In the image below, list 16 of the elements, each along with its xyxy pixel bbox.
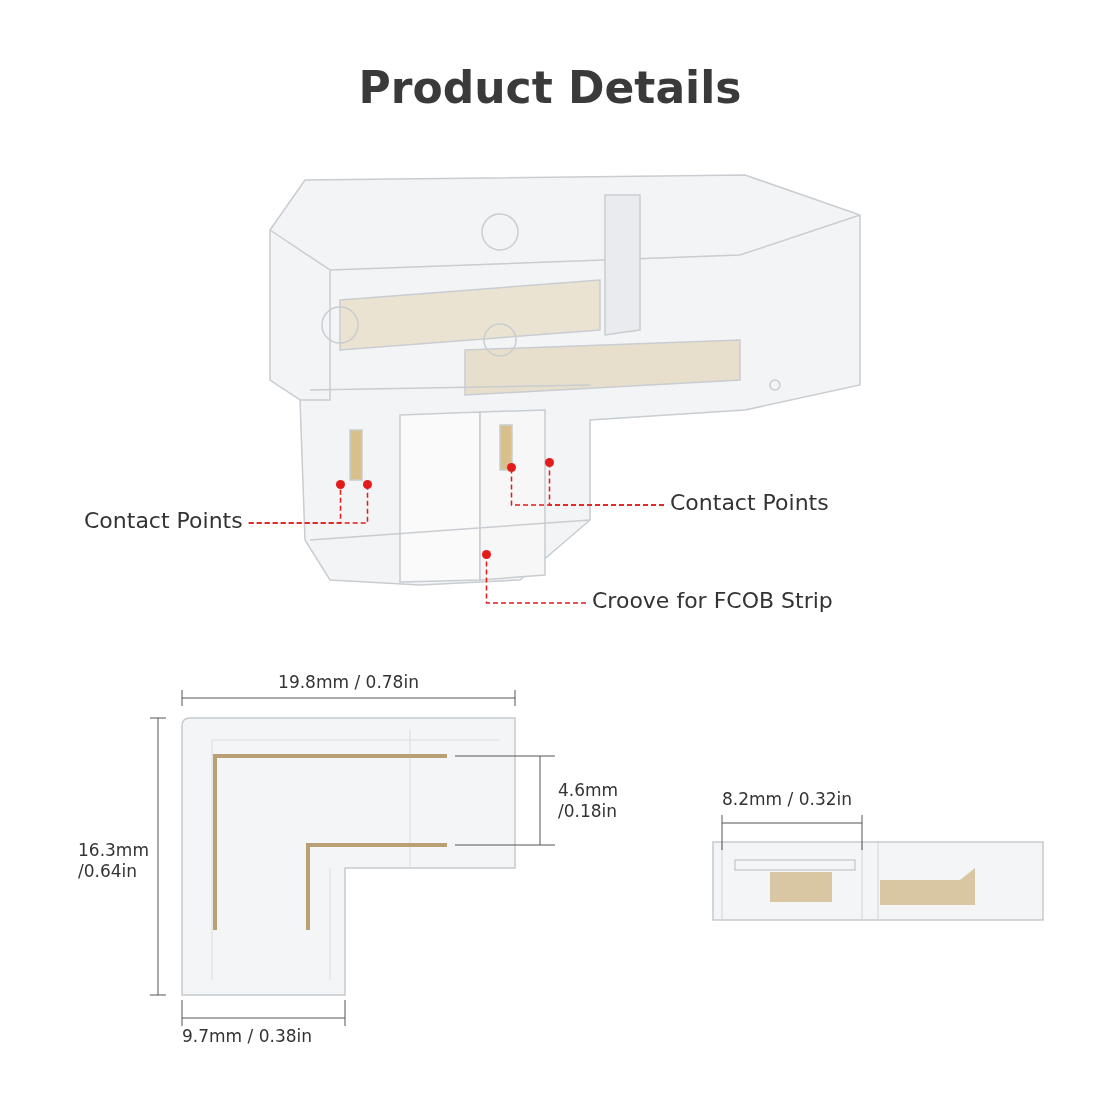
callout-text: Croove for FCOB Strip	[592, 588, 833, 614]
dimension-label: 4.6mm /0.18in	[558, 780, 620, 822]
callout-text: Contact Points	[670, 490, 829, 516]
leader-line	[548, 466, 665, 506]
leader-line	[247, 488, 369, 524]
dimension-label: 9.7mm / 0.38in	[182, 1026, 313, 1047]
leader-dot	[507, 463, 516, 472]
callout-text: Contact Points	[84, 508, 243, 534]
leader-dot	[482, 550, 491, 559]
leader-dot	[545, 458, 554, 467]
dimension-label: 19.8mm / 0.78in	[277, 672, 420, 693]
leader-dot	[363, 480, 372, 489]
dimension-label: 8.2mm / 0.32in	[722, 789, 853, 810]
dimension-label: 16.3mm /0.64in	[78, 840, 150, 882]
leader-dot	[336, 480, 345, 489]
title: Product Details	[357, 62, 743, 113]
